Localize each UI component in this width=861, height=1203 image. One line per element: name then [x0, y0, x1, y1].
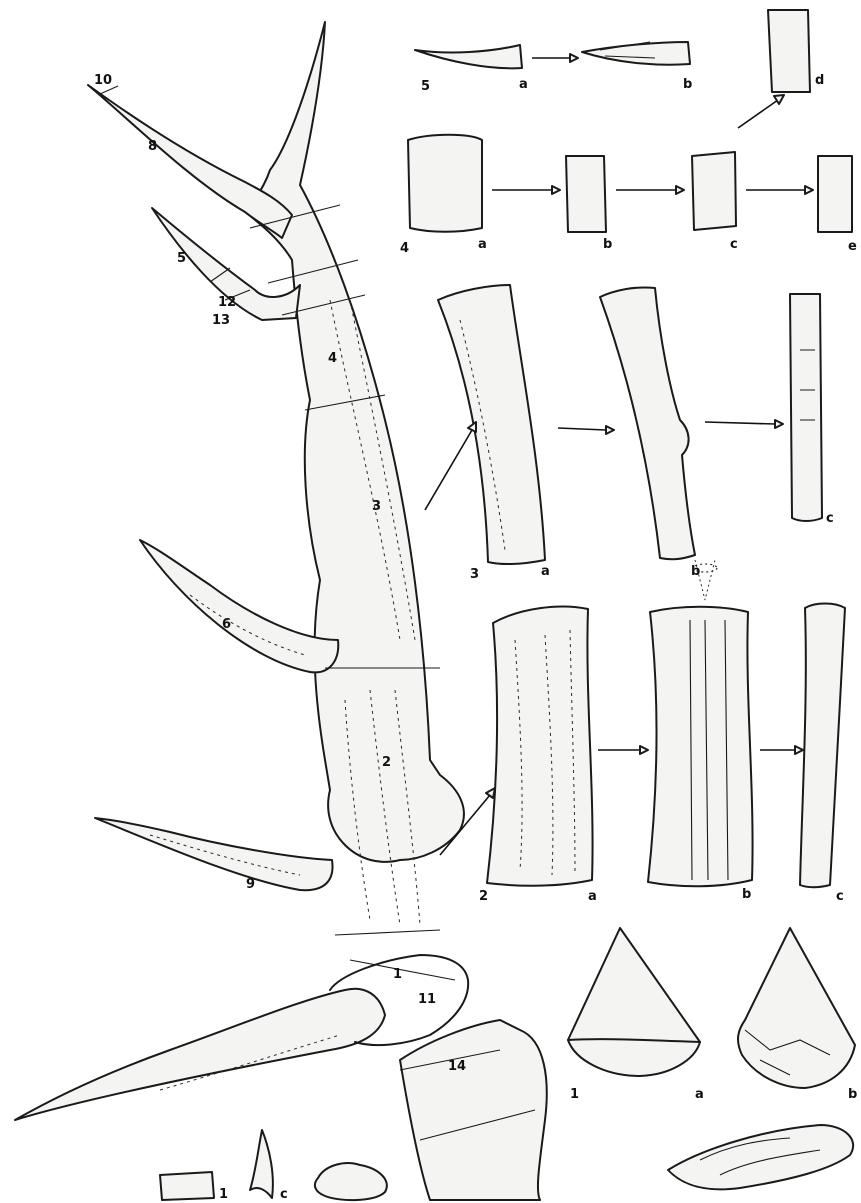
piece-14	[400, 1020, 547, 1200]
label-8: 8	[148, 139, 157, 154]
r5-num: 1	[570, 1087, 579, 1102]
r1-d: d	[815, 73, 824, 88]
label-12: 12	[218, 295, 236, 310]
label-14: 14	[448, 1059, 466, 1074]
base-flake	[668, 1125, 853, 1189]
r3-b: b	[691, 564, 700, 579]
bl-c: c	[280, 1187, 288, 1202]
label-1: 1	[393, 967, 402, 982]
r4-num: 2	[479, 889, 488, 904]
seg3-b	[600, 287, 695, 559]
r2-num: 4	[400, 241, 409, 256]
r1-num: 5	[421, 79, 430, 94]
r4-b: b	[742, 887, 751, 902]
r5-a: a	[695, 1087, 704, 1102]
r5-b: b	[848, 1087, 857, 1102]
tine-6	[140, 540, 338, 672]
seg3-c	[790, 294, 822, 521]
brow-tine	[15, 989, 385, 1120]
r2-c: c	[730, 237, 738, 252]
r3-a: a	[541, 564, 550, 579]
label-3: 3	[372, 499, 381, 514]
seg4-b	[566, 156, 606, 232]
tine-5b	[582, 42, 690, 65]
label-4: 4	[328, 351, 337, 366]
seg3-a	[438, 285, 545, 564]
r2-e: e	[848, 239, 857, 254]
label-9: 9	[246, 877, 255, 892]
tine-5d	[768, 10, 810, 92]
base-1b	[738, 928, 855, 1088]
r3-c: c	[826, 511, 834, 526]
r2-b: b	[603, 237, 612, 252]
small-piece-1	[160, 1172, 214, 1200]
r3-num: 3	[470, 567, 479, 582]
seg2-c	[800, 604, 845, 888]
r4-a: a	[588, 889, 597, 904]
label-2: 2	[382, 755, 391, 770]
label-5: 5	[177, 251, 186, 266]
tine-5a	[415, 45, 522, 68]
small-piece-c	[250, 1130, 273, 1198]
label-13: 13	[212, 313, 230, 328]
seg2-b	[648, 607, 753, 887]
r1-a: a	[519, 77, 528, 92]
row-tine-5	[415, 10, 810, 128]
r1-b: b	[683, 77, 692, 92]
seg4-a	[408, 135, 482, 232]
label-6: 6	[222, 617, 231, 632]
bottom-small-pieces	[160, 1130, 387, 1200]
row-segment-4	[408, 135, 852, 232]
seg4-c	[692, 152, 736, 230]
label-10: 10	[94, 73, 112, 88]
seg2-a	[487, 607, 593, 886]
bl-num: 1	[219, 1187, 228, 1202]
row-segment-2	[440, 560, 845, 887]
r4-c: c	[836, 889, 844, 904]
tine-9	[95, 818, 333, 890]
seg4-e	[818, 156, 852, 232]
label-11: 11	[418, 992, 436, 1007]
small-piece-ring	[315, 1163, 387, 1200]
row-segment-3	[425, 285, 822, 564]
base-1a	[568, 928, 700, 1076]
tine-8	[88, 85, 292, 238]
r2-a: a	[478, 237, 487, 252]
row-base-1	[568, 928, 855, 1189]
